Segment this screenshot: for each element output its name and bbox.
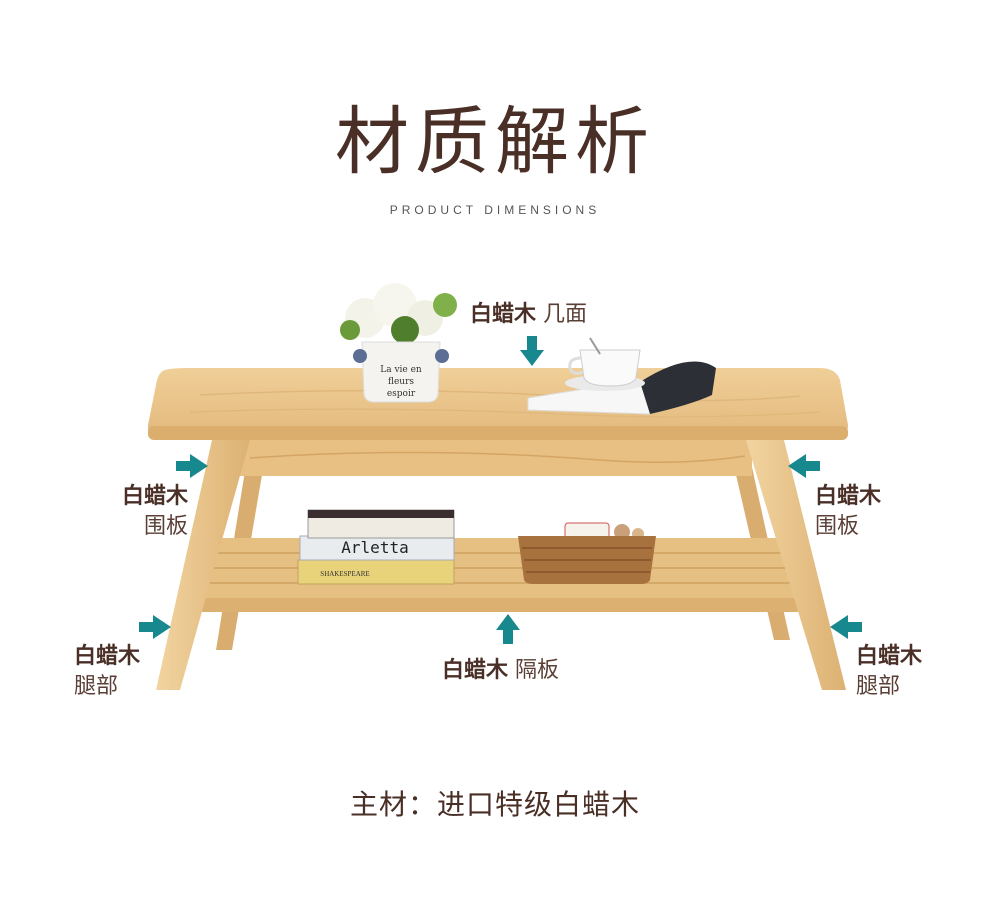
callout-part: 围板 bbox=[143, 514, 188, 539]
callout-material: 白蜡木 bbox=[74, 644, 141, 669]
svg-text:espoir: espoir bbox=[387, 389, 416, 399]
callout-leg-left: 白蜡木 腿部 bbox=[74, 642, 140, 702]
callout-apron-left: 白蜡木 围板 bbox=[108, 482, 188, 542]
table-top bbox=[147, 368, 848, 440]
main-material-caption: 主材：进口特级白蜡木 bbox=[349, 788, 640, 821]
arrow-down-icon bbox=[520, 336, 544, 366]
table-apron bbox=[240, 440, 752, 476]
callout-leg-right: 白蜡木 腿部 bbox=[856, 642, 922, 702]
callout-part: 腿部 bbox=[856, 674, 901, 699]
callout-part: 几面 bbox=[543, 302, 588, 327]
arrow-right-icon bbox=[139, 615, 171, 639]
callout-apron-right: 白蜡木 围板 bbox=[815, 482, 881, 542]
woven-basket bbox=[518, 522, 656, 584]
callout-material: 白蜡木 bbox=[815, 484, 882, 509]
book-title-arletta: Arletta bbox=[341, 538, 408, 557]
callout-table-top: 白蜡木 几面 bbox=[470, 300, 587, 330]
callout-part: 腿部 bbox=[74, 674, 119, 699]
table-shelf bbox=[200, 538, 800, 612]
callout-part: 围板 bbox=[815, 514, 860, 539]
callout-material: 白蜡木 bbox=[442, 658, 509, 683]
page-title: 材质解析 bbox=[335, 99, 655, 185]
callout-material: 白蜡木 bbox=[856, 644, 923, 669]
arrow-up-icon bbox=[496, 614, 520, 644]
books: Arletta SHAKESPEARE bbox=[297, 509, 455, 585]
callout-material: 白蜡木 bbox=[470, 302, 537, 327]
arrow-left-icon bbox=[830, 615, 862, 639]
flower-pot: La vie en fleurs espoir bbox=[340, 283, 457, 403]
book-title-shakespeare: SHAKESPEARE bbox=[320, 570, 369, 578]
arrow-left-icon bbox=[788, 454, 820, 478]
cup-and-magazine bbox=[527, 337, 716, 415]
callout-material: 白蜡木 bbox=[121, 484, 188, 509]
table-front-legs bbox=[156, 440, 846, 690]
page-subtitle: PRODUCT DIMENSIONS bbox=[389, 203, 601, 217]
callout-shelf: 白蜡木 隔板 bbox=[442, 656, 559, 686]
callout-part: 隔板 bbox=[515, 658, 560, 683]
svg-text:fleurs: fleurs bbox=[388, 377, 414, 387]
svg-text:La vie en: La vie en bbox=[380, 365, 422, 375]
arrow-right-icon bbox=[176, 454, 208, 478]
